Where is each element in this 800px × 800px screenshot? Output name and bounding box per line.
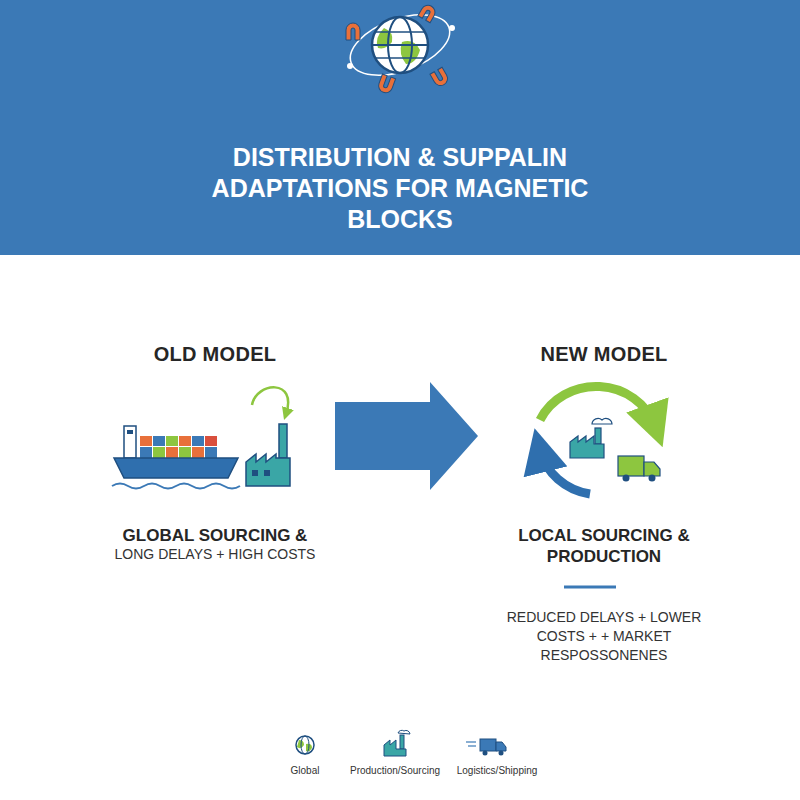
- model-summary: GLOBAL SOURCING &: [95, 525, 335, 546]
- title: DISTRIBUTION & SUPPALIN ADAPTATIONS FOR …: [180, 142, 620, 235]
- model-detail: REDUCED DELAYS + LOWER COSTS + + MARKET …: [478, 608, 730, 665]
- divider-line: [564, 586, 616, 589]
- legend-icons: [296, 730, 506, 756]
- legend-label: Logistics/Shipping: [457, 765, 538, 776]
- globe-icon: [342, 3, 458, 95]
- legend-label: Global: [291, 765, 320, 776]
- model-panel: OLD MODEL GLOBAL SOURCING &LONG DELAYS + …: [95, 335, 335, 585]
- cycle-icon: [540, 386, 660, 494]
- header-band: [0, 0, 800, 255]
- legend-label: Production/Sourcing: [350, 765, 440, 776]
- model-panel: NEW MODEL LOCAL SOURCING & PRODUCTION REDU…: [478, 335, 730, 671]
- transition-arrow: [335, 382, 478, 490]
- model-heading: NEW MODEL: [478, 343, 730, 366]
- model-summary: LOCAL SOURCING & PRODUCTION: [499, 525, 709, 567]
- model-detail: LONG DELAYS + HIGH COSTS: [95, 545, 335, 564]
- factory-icon: [246, 387, 290, 486]
- model-heading: OLD MODEL: [95, 343, 335, 366]
- cargo-ship: [112, 426, 240, 489]
